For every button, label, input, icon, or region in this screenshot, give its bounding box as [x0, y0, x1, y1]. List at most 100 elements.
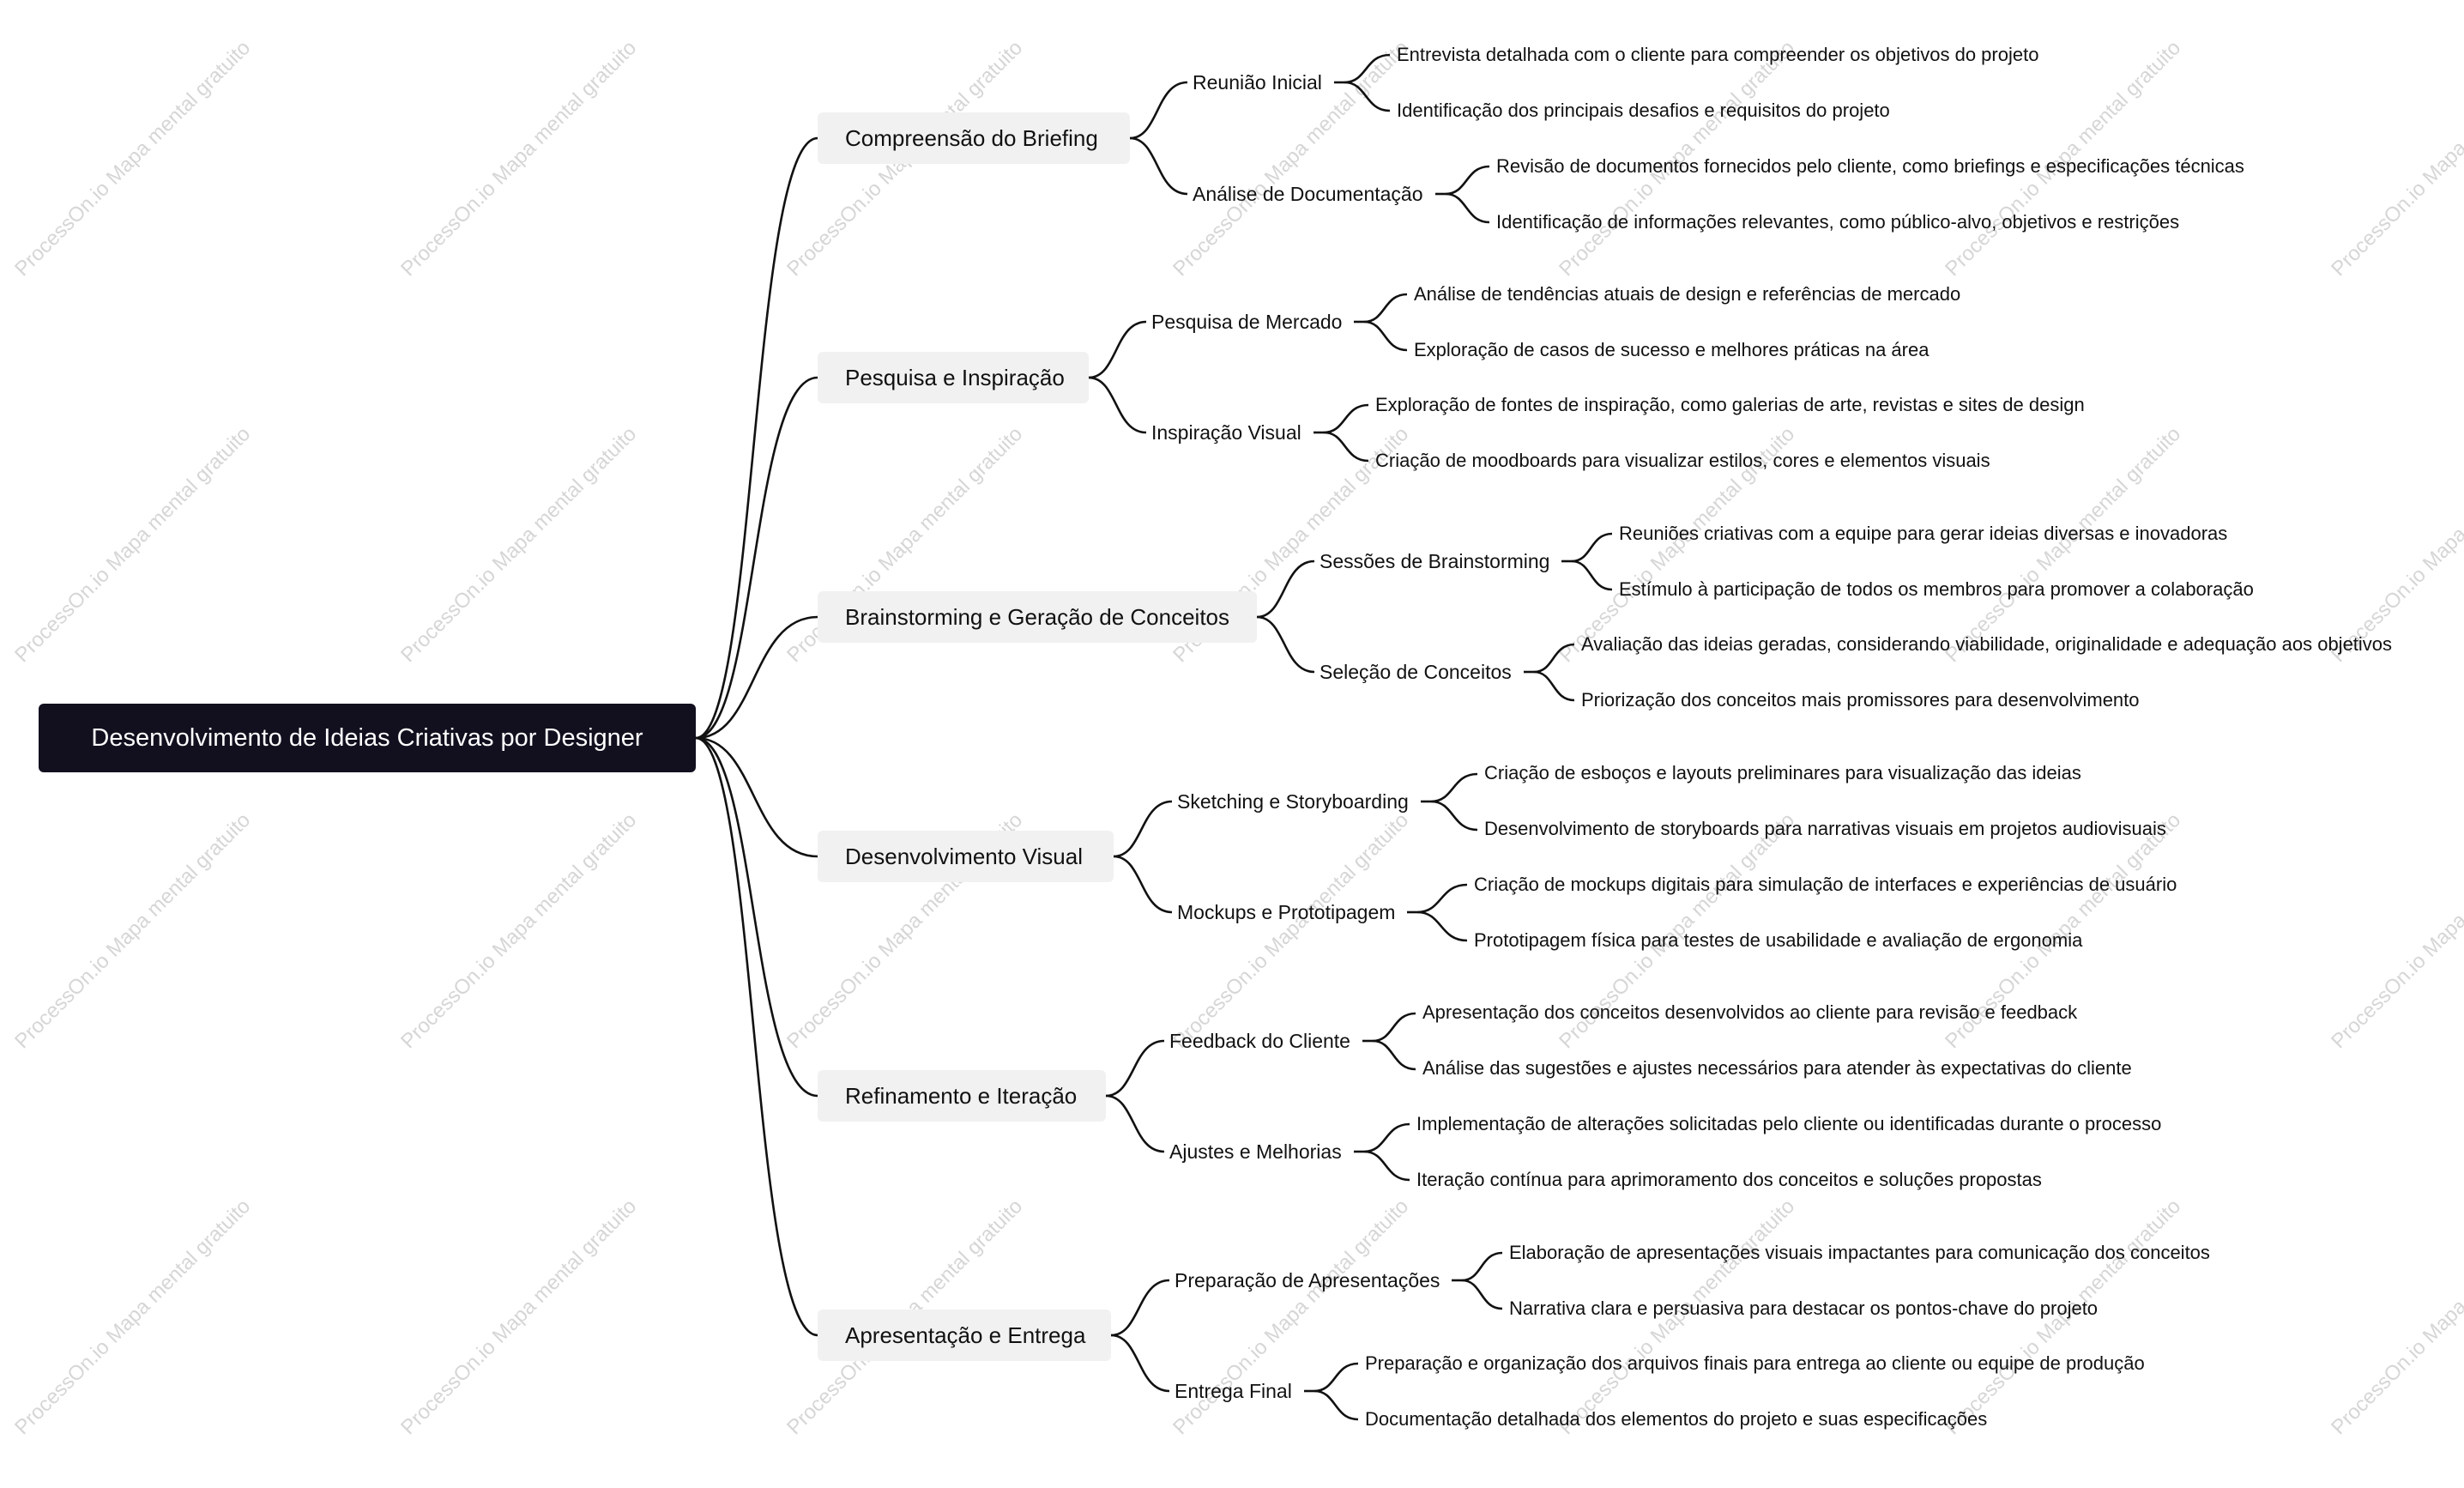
- subtopic-label: Preparação de Apresentações: [1175, 1269, 1440, 1291]
- connector-subtopic-leaf: [1533, 643, 1575, 674]
- connector-subtopic-leaf: [1323, 431, 1369, 463]
- leaf-topic[interactable]: Criação de moodboards para visualizar es…: [1375, 450, 1990, 471]
- connector-subtopic-leaf: [1571, 560, 1613, 591]
- connector-subtopic-leaf: [1363, 1150, 1410, 1182]
- connector-subtopic-leaf: [1314, 1389, 1359, 1421]
- subtopic-inspiracao-visual[interactable]: Inspiração Visual: [1151, 419, 1301, 446]
- leaf-topic[interactable]: Exploração de fontes de inspiração, como…: [1375, 394, 2085, 415]
- connector-branch-subtopic: [1113, 855, 1173, 914]
- subtopic-label: Análise de Documentação: [1193, 183, 1423, 205]
- subtopic-pesquisa-mercado[interactable]: Pesquisa de Mercado: [1151, 308, 1342, 336]
- connector-branch-subtopic: [1088, 320, 1147, 379]
- connector-branch-subtopic: [1256, 615, 1315, 674]
- branch-label: Brainstorming e Geração de Conceitos: [845, 603, 1230, 630]
- branch-node-apresentacao[interactable]: Apresentação e Entrega: [818, 1310, 1111, 1361]
- connector-branch-subtopic: [1105, 1094, 1165, 1153]
- connector-branch-subtopic: [1129, 81, 1188, 140]
- leaf-topic[interactable]: Estímulo à participação de todos os memb…: [1619, 578, 2254, 600]
- branch-node-desenvolvimento-visual[interactable]: Desenvolvimento Visual: [818, 831, 1114, 882]
- leaf-topic[interactable]: Reuniões criativas com a equipe para ger…: [1619, 523, 2228, 544]
- connector-subtopic-leaf: [1571, 532, 1613, 563]
- connector-root-branch: [695, 736, 818, 858]
- subtopic-sketching[interactable]: Sketching e Storyboarding: [1177, 788, 1409, 815]
- branch-label: Compreensão do Briefing: [845, 124, 1098, 151]
- leaf-topic[interactable]: Priorização dos conceitos mais promissor…: [1581, 689, 2140, 711]
- branch-node-brainstorming[interactable]: Brainstorming e Geração de Conceitos: [818, 591, 1257, 643]
- subtopic-label: Sessões de Brainstorming: [1320, 550, 1550, 572]
- leaf-topic[interactable]: Entrevista detalhada com o cliente para …: [1397, 44, 2039, 65]
- connector-root-branch: [695, 736, 818, 1098]
- connector-branch-subtopic: [1113, 800, 1173, 858]
- subtopic-preparacao-apresentacoes[interactable]: Preparação de Apresentações: [1175, 1267, 1440, 1294]
- connector-subtopic-leaf: [1363, 1122, 1410, 1153]
- leaf-topic[interactable]: Apresentação dos conceitos desenvolvidos…: [1422, 1001, 2078, 1023]
- branch-label: Refinamento e Iteração: [845, 1082, 1078, 1109]
- connector-subtopic-leaf: [1445, 165, 1490, 196]
- subtopic-label: Inspiração Visual: [1151, 421, 1301, 444]
- leaf-topic[interactable]: Implementação de alterações solicitadas …: [1416, 1113, 2162, 1134]
- branch-label: Pesquisa e Inspiração: [845, 364, 1065, 390]
- leaf-topic[interactable]: Exploração de casos de sucesso e melhore…: [1414, 339, 1930, 360]
- connector-subtopic-leaf: [1372, 1039, 1416, 1071]
- subtopic-feedback-cliente[interactable]: Feedback do Cliente: [1169, 1027, 1350, 1055]
- leaf-topic[interactable]: Análise de tendências atuais de design e…: [1414, 283, 1961, 305]
- connector-subtopic-leaf: [1372, 1012, 1416, 1043]
- subtopic-label: Seleção de Conceitos: [1320, 661, 1512, 683]
- subtopic-label: Mockups e Prototipagem: [1177, 901, 1396, 923]
- connector-root-branch: [695, 736, 818, 1337]
- leaf-topic[interactable]: Criação de esboços e layouts preliminare…: [1484, 762, 2081, 783]
- connector-root-branch: [695, 615, 818, 740]
- branch-label: Desenvolvimento Visual: [845, 843, 1083, 869]
- subtopic-label: Pesquisa de Mercado: [1151, 311, 1343, 333]
- leaf-topic[interactable]: Identificação de informações relevantes,…: [1496, 211, 2180, 233]
- connector-branch-subtopic: [1256, 560, 1315, 619]
- branch-node-pesquisa[interactable]: Pesquisa e Inspiração: [818, 352, 1089, 403]
- leaf-topic[interactable]: Avaliação das ideias geradas, consideran…: [1581, 633, 2393, 655]
- connector-branch-subtopic: [1110, 1279, 1170, 1337]
- connector-subtopic-leaf: [1533, 670, 1575, 702]
- connector-subtopic-leaf: [1461, 1251, 1503, 1282]
- subtopic-selecao-conceitos[interactable]: Seleção de Conceitos: [1320, 658, 1512, 686]
- connector-subtopic-leaf: [1344, 53, 1391, 84]
- leaf-topic[interactable]: Revisão de documentos fornecidos pelo cl…: [1496, 155, 2244, 177]
- branch-node-briefing[interactable]: Compreensão do Briefing: [818, 112, 1130, 164]
- leaf-topic[interactable]: Prototipagem física para testes de usabi…: [1474, 929, 2083, 951]
- connector-subtopic-leaf: [1363, 293, 1408, 324]
- connector-subtopic-leaf: [1461, 1279, 1503, 1310]
- subtopic-label: Ajustes e Melhorias: [1169, 1140, 1342, 1163]
- leaf-topic[interactable]: Documentação detalhada dos elementos do …: [1365, 1408, 1988, 1430]
- subtopic-sessoes-brainstorming[interactable]: Sessões de Brainstorming: [1320, 547, 1549, 575]
- subtopic-label: Feedback do Cliente: [1169, 1030, 1350, 1052]
- connector-branch-subtopic: [1088, 376, 1147, 434]
- connector-subtopic-leaf: [1430, 800, 1478, 832]
- connector-root-branch: [695, 376, 818, 740]
- leaf-topic[interactable]: Criação de mockups digitais para simulaç…: [1474, 874, 2177, 895]
- leaf-topic[interactable]: Preparação e organização dos arquivos fi…: [1365, 1352, 2145, 1374]
- connector-subtopic-leaf: [1344, 81, 1391, 112]
- branch-label: Apresentação e Entrega: [845, 1322, 1086, 1348]
- subtopic-mockups[interactable]: Mockups e Prototipagem: [1177, 898, 1395, 926]
- subtopic-label: Sketching e Storyboarding: [1177, 790, 1409, 813]
- connector-branch-subtopic: [1110, 1334, 1170, 1393]
- connector-subtopic-leaf: [1416, 883, 1468, 914]
- leaf-topic[interactable]: Elaboração de apresentações visuais impa…: [1509, 1242, 2210, 1263]
- leaf-topic[interactable]: Iteração contínua para aprimoramento dos…: [1416, 1169, 2042, 1190]
- subtopic-entrega-final[interactable]: Entrega Final: [1175, 1377, 1292, 1405]
- branch-node-refinamento[interactable]: Refinamento e Iteração: [818, 1070, 1106, 1122]
- connector-subtopic-leaf: [1323, 403, 1369, 434]
- connector-subtopic-leaf: [1430, 772, 1478, 803]
- subtopic-ajustes-melhorias[interactable]: Ajustes e Melhorias: [1169, 1138, 1342, 1165]
- connector-branch-subtopic: [1129, 136, 1188, 196]
- root-node[interactable]: Desenvolvimento de Ideias Criativas por …: [39, 704, 696, 772]
- connector-subtopic-leaf: [1445, 192, 1490, 224]
- subtopic-reuniao-inicial[interactable]: Reunião Inicial: [1193, 69, 1322, 96]
- connector-root-branch: [695, 136, 818, 740]
- subtopic-analise-documentacao[interactable]: Análise de Documentação: [1193, 180, 1423, 208]
- leaf-topic[interactable]: Identificação dos principais desafios e …: [1397, 100, 1890, 121]
- connector-subtopic-leaf: [1416, 910, 1468, 942]
- leaf-topic[interactable]: Narrativa clara e persuasiva para destac…: [1509, 1297, 2099, 1319]
- leaf-topic[interactable]: Desenvolvimento de storyboards para narr…: [1484, 818, 2166, 839]
- leaf-topic[interactable]: Análise das sugestões e ajustes necessár…: [1422, 1057, 2132, 1079]
